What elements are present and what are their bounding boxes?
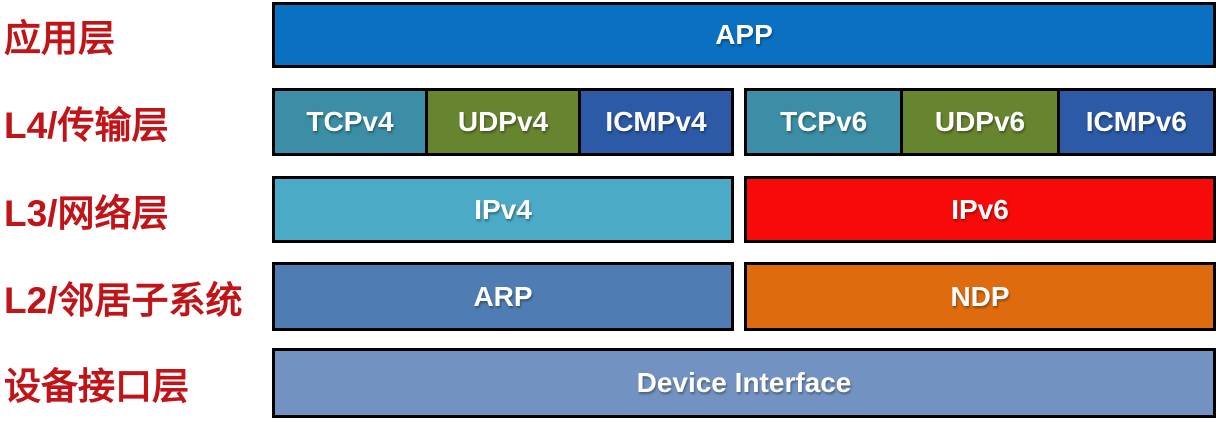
layer-row-transport: L4/传输层 TCPv4 UDPv4 ICMPv4 TCPv6 UDPv6 IC…	[0, 88, 1216, 156]
layer-label-neighbour: L2/邻居子系统	[4, 279, 243, 321]
layer-row-device-interface: 设备接口层 Device Interface	[0, 348, 1216, 418]
box-icmpv4: ICMPv4	[578, 88, 734, 156]
box-ndp: NDP	[744, 262, 1216, 331]
box-icmpv6: ICMPv6	[1056, 88, 1216, 156]
box-ipv6: IPv6	[744, 176, 1216, 243]
box-udpv6: UDPv6	[900, 88, 1060, 156]
layer-label-device-interface: 设备接口层	[4, 366, 189, 407]
layer-boxes-application: APP	[272, 2, 1216, 68]
box-tcpv6: TCPv6	[744, 88, 904, 156]
layer-row-application: 应用层 APP	[0, 2, 1216, 68]
layer-boxes-neighbour: ARP NDP	[272, 262, 1216, 331]
layer-boxes-transport: TCPv4 UDPv4 ICMPv4 TCPv6 UDPv6 ICMPv6	[272, 88, 1216, 156]
layer-row-network: L3/网络层 IPv4 IPv6	[0, 176, 1216, 243]
transport-group-v4: TCPv4 UDPv4 ICMPv4	[272, 88, 734, 156]
box-device-interface: Device Interface	[272, 348, 1216, 418]
layer-boxes-device-interface: Device Interface	[272, 348, 1216, 418]
layer-row-neighbour: L2/邻居子系统 ARP NDP	[0, 262, 1216, 331]
box-app: APP	[272, 2, 1216, 68]
layer-label-application: 应用层	[4, 18, 115, 59]
box-udpv4: UDPv4	[425, 88, 581, 156]
group-gap	[734, 176, 744, 243]
box-ipv4: IPv4	[272, 176, 734, 243]
layer-boxes-network: IPv4 IPv6	[272, 176, 1216, 243]
transport-group-v6: TCPv6 UDPv6 ICMPv6	[744, 88, 1216, 156]
layer-label-transport: L4/传输层	[4, 105, 169, 146]
group-gap	[734, 262, 744, 331]
box-arp: ARP	[272, 262, 734, 331]
box-tcpv4: TCPv4	[272, 88, 428, 156]
layer-label-network: L3/网络层	[4, 192, 169, 234]
group-gap	[734, 88, 744, 156]
